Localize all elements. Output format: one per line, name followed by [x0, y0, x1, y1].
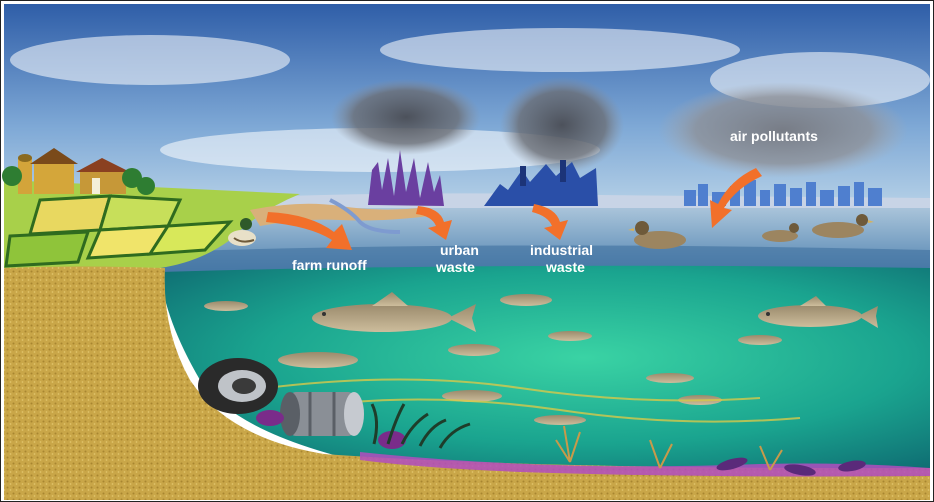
- smoke-cloud-urban: [331, 79, 481, 155]
- label-industrial-waste-line1: industrial: [530, 242, 593, 258]
- tire: [198, 358, 278, 414]
- label-farm-runoff: farm runoff: [292, 257, 367, 273]
- label-urban-waste-line2: waste: [435, 259, 475, 275]
- barrel: [280, 392, 364, 436]
- smoke-cloud-industrial: [500, 77, 624, 173]
- label-urban-waste-line1: urban: [440, 242, 479, 258]
- label-air-pollutants: air pollutants: [730, 128, 818, 144]
- label-industrial-waste-line2: waste: [545, 259, 585, 275]
